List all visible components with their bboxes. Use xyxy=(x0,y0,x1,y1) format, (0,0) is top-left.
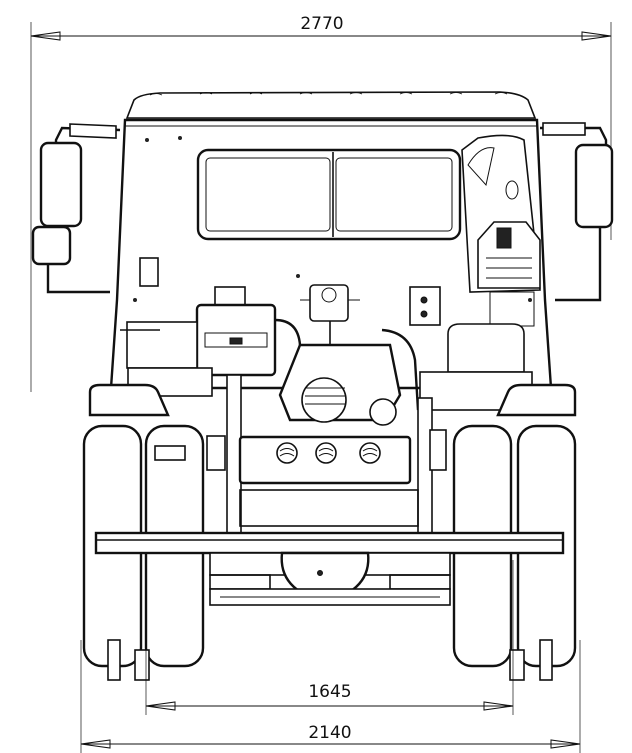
bumper-bar xyxy=(94,531,565,555)
mirror-left xyxy=(31,123,121,294)
dimension-label-dual-tire: 2140 xyxy=(308,723,351,743)
gear-cover xyxy=(369,398,397,426)
intake-bracket xyxy=(496,227,512,249)
mount-plate-right xyxy=(409,286,441,326)
spring-pack-left xyxy=(209,574,271,590)
bracket-right xyxy=(429,429,447,471)
fender-right xyxy=(496,383,577,417)
arrow-right-icon xyxy=(581,31,612,41)
main-mirror-left xyxy=(39,141,83,228)
wide-mirror-left xyxy=(31,225,72,266)
rear-window-right-pane xyxy=(335,157,453,232)
lower-chassis xyxy=(209,551,451,606)
mirror-bracket-right xyxy=(542,122,586,136)
module-connector xyxy=(204,332,268,348)
mirror-arm-lower-left xyxy=(46,264,110,294)
valve-right-outer xyxy=(539,639,553,681)
dimension-dual-tire-width: 2140 xyxy=(80,640,581,753)
cab-roof xyxy=(125,91,537,119)
dimension-track-width: 1645 xyxy=(145,560,514,715)
spring-pack-right xyxy=(389,574,451,590)
dimension-label-overall: 2770 xyxy=(300,14,343,34)
bracket-left xyxy=(206,435,226,471)
intake-slats xyxy=(486,257,532,279)
intake-port xyxy=(505,180,519,200)
arrow-left-icon xyxy=(30,31,61,41)
rear-window-frame xyxy=(196,148,462,241)
valve-right-inner xyxy=(509,649,525,681)
main-mirror-right xyxy=(574,143,614,229)
dimension-overall-width: 2770 xyxy=(30,14,612,392)
transmission-housing xyxy=(301,377,347,423)
air-valve-body xyxy=(309,284,349,322)
shackle-left xyxy=(154,445,186,461)
battery-box-left xyxy=(126,321,198,369)
arrow-left-icon xyxy=(80,739,111,749)
intake-opening xyxy=(467,147,495,187)
label-plate xyxy=(139,257,159,287)
chassis-equipment xyxy=(120,284,533,536)
air-tank-right xyxy=(447,323,525,373)
radiator-grille xyxy=(239,489,419,527)
mirror-right xyxy=(540,122,614,302)
hose-right xyxy=(381,328,420,411)
dimension-label-track: 1645 xyxy=(308,682,351,702)
valve-left-inner xyxy=(134,649,150,681)
mirror-bracket-left xyxy=(69,123,117,139)
roof-ribs xyxy=(149,92,508,96)
intake-housing xyxy=(477,221,541,289)
rear-window-left-pane xyxy=(205,157,331,232)
valve-left-outer xyxy=(107,639,121,681)
mirror-arm-lower-right xyxy=(555,227,602,302)
arrow-right-icon xyxy=(550,739,581,749)
air-valve-cap xyxy=(321,287,337,303)
fender-left xyxy=(88,383,170,417)
arrow-right-icon xyxy=(483,701,514,711)
arrow-left-icon xyxy=(145,701,176,711)
